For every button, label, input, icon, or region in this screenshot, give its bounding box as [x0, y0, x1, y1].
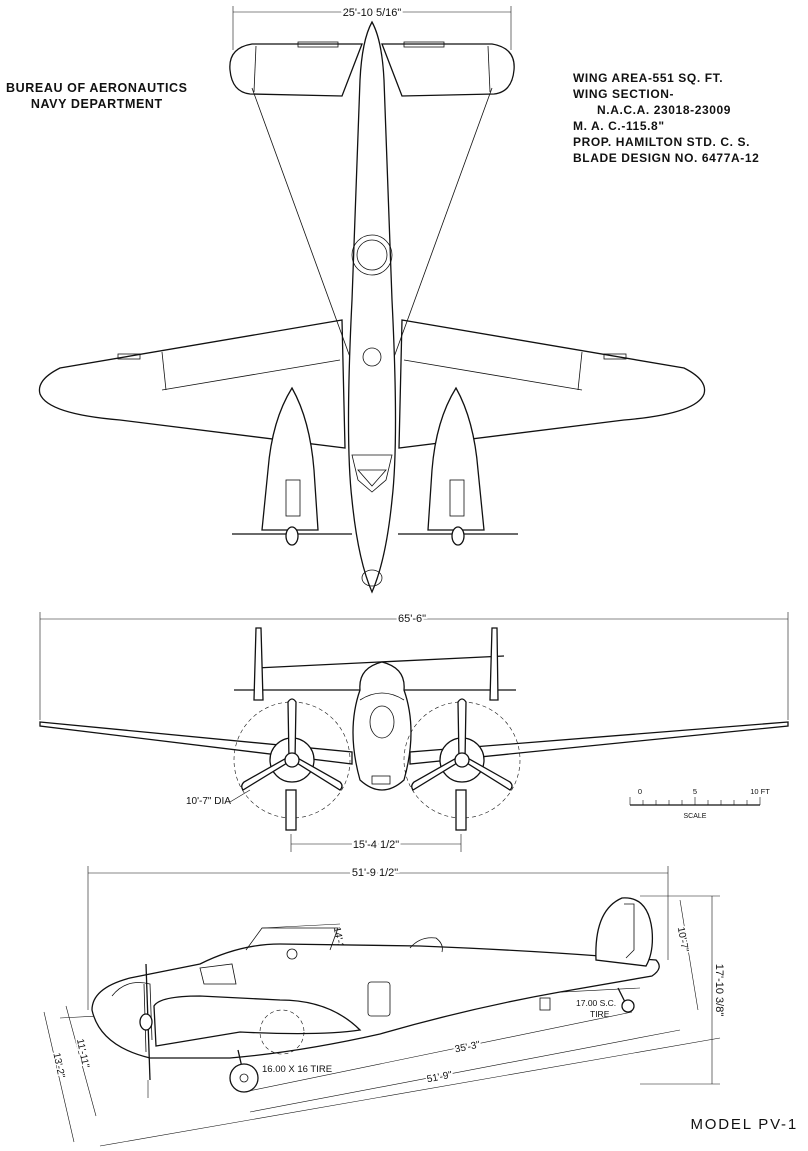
right-main-gear-front — [455, 789, 467, 831]
plan-view: 25'-10 5/16" — [38, 5, 706, 594]
cockpit-canopy-plan — [351, 454, 393, 493]
spec-wing-section: WING SECTION- — [573, 87, 675, 101]
left-horizontal-stabilizer — [229, 43, 363, 97]
overall-height-label: 17'-10 3/8" — [713, 964, 725, 1017]
right-wing-front — [409, 721, 789, 765]
nacelle-side — [153, 995, 362, 1047]
main-wheel-side — [229, 1063, 259, 1093]
left-flap-line — [161, 359, 341, 391]
tail-fin-side — [595, 897, 654, 967]
spec-mac: M. A. C.-115.8" — [573, 119, 665, 133]
spec-naca: N.A.C.A. 23018-23009 — [597, 103, 732, 117]
wing-span-label: 65'-6" — [398, 613, 426, 625]
wheelbase-mid-label: 35'-3" — [454, 1040, 482, 1056]
left-wing — [38, 319, 346, 449]
scale-label: SCALE — [684, 813, 707, 820]
left-nacelle-gear — [285, 479, 301, 517]
fuselage-plan — [347, 20, 397, 594]
nose-cap-plan — [361, 569, 383, 587]
lower-length-dim-line — [249, 1029, 681, 1113]
right-wing — [398, 319, 706, 449]
bomb-bay-front — [371, 775, 391, 785]
turret-ring — [351, 234, 393, 276]
nose-glazing — [111, 982, 153, 1041]
wheelbase-dim-line — [243, 1011, 633, 1093]
right-fin-line — [487, 45, 491, 93]
tail-tire-label-1: 17.00 S.C. — [576, 998, 616, 1008]
front-height-label: 13'-2" — [50, 1052, 66, 1080]
spec-prop: PROP. HAMILTON STD. C. S. — [573, 135, 751, 149]
model-designation: Model PV-1 — [690, 1116, 798, 1133]
side-view: 51'-9 1/2" 17'-10 3/8" 10'-7" 13'-2" 11'… — [43, 865, 727, 1147]
left-elevator-tab — [297, 41, 339, 48]
wheel-well-dashed — [259, 1009, 305, 1055]
ground-line-lower — [99, 1037, 721, 1147]
spinner-side — [139, 1013, 153, 1031]
front-inner-height-label: 11'-11" — [74, 1038, 91, 1070]
cockpit-frame — [357, 469, 387, 487]
dorsal-turret-side — [409, 937, 443, 953]
side-porthole — [286, 948, 298, 960]
tail-tire-label-2: TIRE — [590, 1009, 610, 1019]
left-main-gear-front — [285, 789, 297, 831]
right-spinner-plan — [451, 526, 465, 546]
side-door — [367, 981, 391, 1017]
aft-window — [539, 997, 551, 1011]
lower-length-label: 51'-9" — [426, 1070, 454, 1086]
prop-dia-label: 10'-7" DIA — [186, 796, 231, 807]
nose-front — [369, 705, 395, 739]
bureau-line-2: Navy Department — [30, 97, 163, 111]
left-prop-blades — [241, 698, 343, 791]
canopy-side — [245, 927, 339, 951]
left-prop-disc — [233, 701, 351, 819]
turret-inner — [356, 239, 388, 271]
spec-wing-area: WING AREA-551 SQ. FT. — [573, 71, 724, 85]
scale-tick-10: 10 FT — [750, 787, 770, 796]
right-flap-line — [403, 359, 583, 391]
scale-tick-0: 0 — [638, 787, 642, 796]
right-elevator-tab — [403, 41, 445, 48]
right-prop-disc — [403, 701, 521, 819]
left-fin-front — [253, 627, 264, 701]
main-tire-label: 16.00 X 16 TIRE — [262, 1064, 332, 1075]
cockpit-window-side — [199, 963, 237, 985]
front-inner-height-dimension-line — [65, 1005, 97, 1117]
scale-bar: 0 5 10 FT SCALE — [629, 787, 770, 820]
left-aileron-line — [161, 351, 167, 391]
fin-height-label: 10'-7" — [675, 926, 690, 953]
scale-tick-5: 5 — [693, 787, 697, 796]
overall-length-label: 51'-9 1/2" — [352, 867, 398, 879]
right-aileron-line — [577, 351, 583, 391]
spec-block: WING AREA-551 SQ. FT. WING SECTION- N.A.… — [573, 70, 759, 166]
front-height-dimension-line — [43, 1011, 75, 1143]
right-horizontal-stabilizer — [381, 43, 515, 97]
left-spinner-plan — [285, 526, 299, 546]
right-prop-blades — [411, 698, 513, 791]
tail-wheel — [621, 999, 635, 1013]
spec-blade: BLADE DESIGN NO. 6477A-12 — [573, 151, 760, 165]
fuselage-front — [352, 661, 412, 791]
fuselage-hatch — [362, 347, 382, 367]
bureau-title: Bureau of Aeronautics Navy Department — [6, 80, 188, 112]
bureau-line-1: Bureau of Aeronautics — [6, 81, 188, 95]
front-view: 65'-6" — [39, 611, 789, 853]
prop-dia-leader — [229, 789, 251, 803]
left-wing-tab — [117, 353, 141, 360]
canopy-front — [359, 692, 405, 701]
rudder-line — [624, 903, 635, 959]
gear-track-label: 15'-4 1/2" — [353, 839, 399, 851]
right-wing-tab — [603, 353, 627, 360]
main-wheel-hub — [239, 1073, 249, 1083]
fin-height-dimension-line — [679, 899, 699, 1011]
right-nacelle-gear — [449, 479, 465, 517]
right-fin-front — [489, 627, 499, 701]
tail-span-label: 25'-10 5/16" — [343, 7, 402, 19]
canopy-dim-line — [261, 923, 341, 929]
left-fin-line — [253, 45, 257, 93]
